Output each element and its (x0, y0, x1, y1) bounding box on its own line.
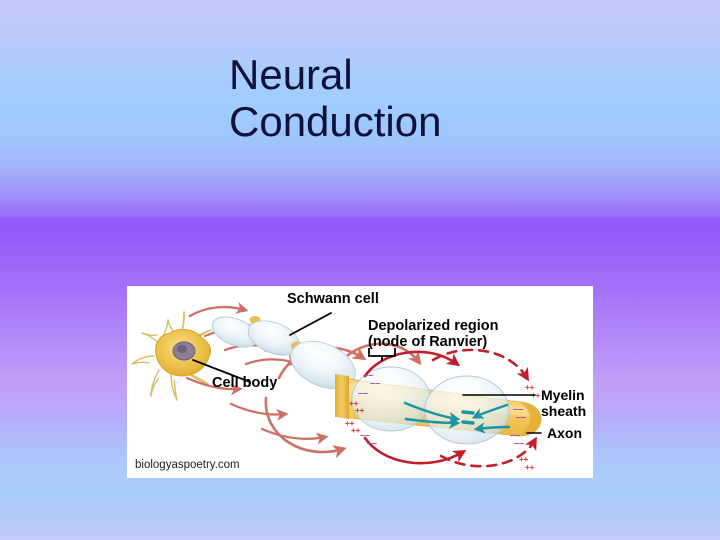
charge-plus: ++ (345, 419, 355, 428)
charge-minus: –– (358, 388, 368, 398)
neural-conduction-diagram: –– –– –– –– –– ++ ++ ++ ++ –– –– –– –– +… (127, 286, 593, 478)
neuron-cell-body-graphic (131, 311, 212, 401)
node-of-ranvier-bracket (368, 348, 396, 361)
charge-symbols: –– –– –– –– –– ++ ++ ++ ++ –– –– –– –– +… (345, 370, 541, 472)
charge-minus: –– (367, 438, 377, 448)
axon-cap (519, 402, 541, 436)
label-schwann-cell: Schwann cell (287, 291, 379, 307)
charge-minus: –– (363, 370, 373, 380)
charge-minus: –– (514, 438, 524, 448)
charge-minus: –– (360, 430, 370, 440)
charge-plus: ++ (525, 383, 535, 392)
charge-minus: –– (516, 412, 526, 422)
charge-plus: ++ (525, 463, 535, 472)
teal-dash-marks (461, 410, 475, 425)
page-title: Neural Conduction (229, 51, 669, 145)
charge-minus: –– (370, 378, 380, 388)
charge-plus: ++ (351, 426, 361, 435)
leader-cell-body (192, 359, 251, 383)
myelin-segment-5 (424, 375, 510, 445)
watermark-text: biologyaspoetry.com (135, 459, 240, 471)
axon-node-proximal (335, 374, 349, 419)
title-line-2: Conduction (229, 98, 442, 145)
crimson-current-arrows (363, 350, 467, 465)
charge-minus: –– (510, 430, 520, 440)
diagram-image-panel: –– –– –– –– –– ++ ++ ++ ++ –– –– –– –– +… (127, 286, 593, 478)
charge-plus: ++ (355, 406, 365, 415)
title-line-1: Neural (229, 51, 353, 98)
label-axon: Axon (547, 425, 582, 441)
label-cell-body: Cell body (212, 375, 277, 391)
teal-internal-current-arrows (403, 401, 511, 434)
label-myelin-line1: Myelin (541, 387, 585, 403)
label-depolarized-region-line2: (node of Ranvier) (368, 334, 487, 350)
label-leader-lines (192, 312, 542, 434)
charge-plus: ++ (531, 391, 541, 400)
leader-schwann-cell (289, 312, 332, 336)
label-myelin-line2: sheath (541, 403, 586, 419)
charge-plus: ++ (519, 455, 529, 464)
label-depolarized-region-line1: Depolarized region (368, 318, 499, 334)
myelin-sheath-segments (211, 316, 356, 390)
nucleolus (177, 345, 187, 353)
charge-minus: –– (513, 404, 523, 414)
crimson-dashed-arrows (431, 348, 537, 468)
charge-plus: ++ (349, 399, 359, 408)
